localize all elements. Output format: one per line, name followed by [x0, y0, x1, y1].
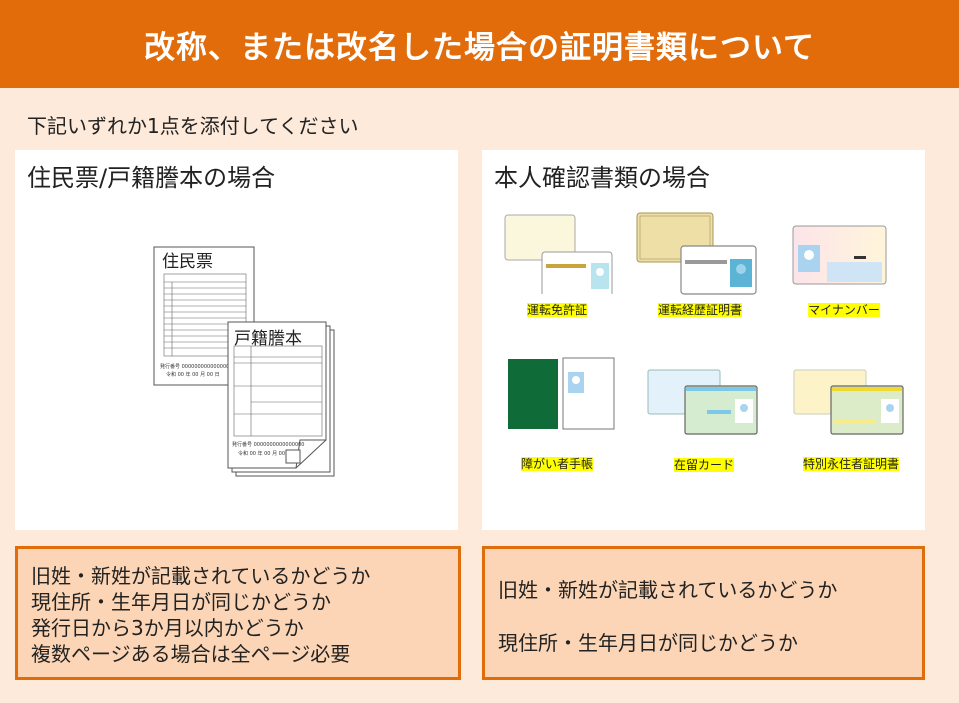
id-document-panel: 本人確認書類の場合 運転免許証 運転経歴証明書 マイナンバー 障がい者手帳: [482, 150, 925, 530]
card-label: マイナンバー: [808, 303, 880, 317]
panel-title: 住民票/戸籍謄本の場合: [27, 164, 276, 192]
requirement-item: 旧姓・新姓が記載されているかどうか: [31, 564, 371, 588]
panel-title: 本人確認書類の場合: [494, 164, 710, 192]
page-title: 改称、または改名した場合の証明書類について: [143, 29, 816, 66]
my-number-card-image: [792, 225, 887, 285]
svg-text:発行番号 0000000000000000: 発行番号 0000000000000000: [160, 363, 233, 370]
resident-record-panel: 住民票/戸籍謄本の場合 発行番号 0000000000000000: [15, 150, 458, 530]
disability-handbook-image: [508, 357, 615, 430]
family-register-title: 戸籍謄本: [234, 329, 302, 349]
id-document-requirements: 旧姓・新姓が記載されているかどうか 現住所・生年月日が同じかどうか: [482, 546, 925, 680]
svg-text:令和 00 年 00 月 00 日: 令和 00 年 00 月 00 日: [166, 371, 220, 378]
resident-record-requirements: 旧姓・新姓が記載されているかどうか 現住所・生年月日が同じかどうか 発行日から3…: [15, 546, 461, 680]
document-drawing: 発行番号 0000000000000000 令和 00 年 00 月 00 日 …: [153, 246, 335, 477]
svg-text:発行番号 0000000000000000: 発行番号 0000000000000000: [232, 441, 305, 448]
requirement-item: 旧姓・新姓が記載されているかどうか: [498, 578, 838, 602]
residence-card-image: [647, 369, 758, 435]
requirement-item: 複数ページある場合は全ページ必要: [31, 642, 351, 666]
requirement-item: 発行日から3か月以内かどうか: [31, 616, 304, 640]
driving-history-certificate-image: [636, 212, 757, 295]
requirement-item: 現住所・生年月日が同じかどうか: [498, 631, 798, 655]
document-illustration: 発行番号 0000000000000000 令和 00 年 00 月 00 日 …: [140, 242, 340, 482]
card-label: 特別永住者証明書: [802, 457, 900, 471]
special-permanent-resident-certificate-image: [793, 369, 904, 435]
header-banner: 改称、または改名した場合の証明書類について: [0, 0, 959, 88]
requirement-item: 現住所・生年月日が同じかどうか: [31, 590, 331, 614]
drivers-license-image: [504, 214, 613, 294]
card-label: 障がい者手帳: [520, 457, 594, 471]
svg-text:令和 00 年 00 月 00 日: 令和 00 年 00 月 00 日: [238, 450, 292, 457]
instruction-text: 下記いずれか1点を添付してください: [27, 114, 359, 138]
resident-record-title: 住民票: [162, 252, 213, 272]
card-label: 在留カード: [673, 458, 735, 472]
card-label: 運転免許証: [526, 303, 588, 317]
card-label: 運転経歴証明書: [657, 303, 743, 317]
